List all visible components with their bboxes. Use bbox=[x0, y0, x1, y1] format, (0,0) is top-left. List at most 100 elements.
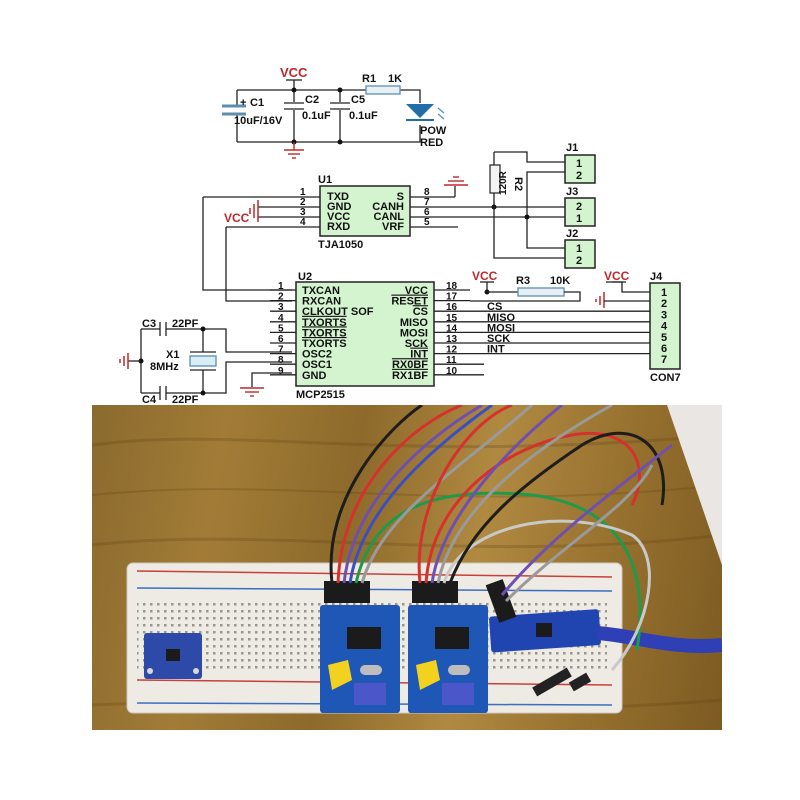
u2-pin-name: RX0BF bbox=[392, 359, 428, 371]
j3-ref: J3 bbox=[566, 186, 578, 198]
j4-pin: 1 bbox=[661, 287, 667, 299]
j1-ref: J1 bbox=[566, 142, 578, 154]
u2-pin-name: TXORTS bbox=[302, 317, 347, 329]
u1-pin-num: 1 bbox=[300, 187, 306, 198]
resistor-r1: R1 1K bbox=[362, 73, 402, 95]
u2-pin-num: 7 bbox=[278, 345, 284, 356]
c2-value: 0.1uF bbox=[302, 110, 331, 122]
u2-ground bbox=[240, 372, 292, 397]
j4-pin: 5 bbox=[661, 332, 667, 344]
u2-pin-name: VCC bbox=[405, 285, 428, 297]
u2-pin-num: 14 bbox=[446, 323, 458, 334]
u2-pin-num: 3 bbox=[278, 302, 284, 313]
mpu6050-module bbox=[144, 633, 202, 679]
u2-pin-name: RXCAN bbox=[302, 296, 341, 308]
u2-pin-name: TXORTS bbox=[302, 327, 347, 339]
u2-pin-num: 15 bbox=[446, 313, 458, 324]
j4-pin: 7 bbox=[661, 354, 667, 366]
capacitor-c2: C2 0.1uF bbox=[284, 90, 331, 142]
j2-pin: 2 bbox=[576, 255, 582, 267]
u1-pin-name: RXD bbox=[327, 221, 350, 233]
u2-pin-num: 17 bbox=[446, 292, 458, 303]
u2-pin-num: 2 bbox=[278, 292, 284, 303]
net-label: SCK bbox=[487, 333, 510, 345]
c1-name: C1 bbox=[250, 97, 264, 109]
u1-pin-name: CANL bbox=[373, 211, 404, 223]
net-label: MOSI bbox=[487, 322, 515, 334]
u2-pin-num: 8 bbox=[278, 355, 284, 366]
u2-pin-name: RX1BF bbox=[392, 370, 428, 382]
j2-pin: 1 bbox=[576, 243, 582, 255]
r2-value: 120R bbox=[498, 170, 509, 195]
u2-pin-name: TXORTS bbox=[302, 338, 347, 350]
j1-pin: 2 bbox=[576, 170, 582, 182]
net-label: MISO bbox=[487, 312, 516, 324]
vcc-label: VCC bbox=[280, 65, 308, 80]
u1-pin-num: 5 bbox=[424, 217, 430, 228]
j4-pin: 6 bbox=[661, 343, 667, 355]
u1-s-ground bbox=[444, 176, 468, 197]
j3-pin: 1 bbox=[576, 213, 582, 225]
u2-pin-name: MOSI bbox=[400, 327, 428, 339]
j4-vcc-label: VCC bbox=[604, 269, 630, 283]
u1-right-pins: 8 7 6 5 S CANH CANL VRF bbox=[372, 187, 565, 233]
u1-pin-num: 2 bbox=[300, 197, 306, 208]
j4-ref: J4 bbox=[650, 271, 663, 283]
u2-pin-num: 5 bbox=[278, 323, 284, 334]
c3-value: 22PF bbox=[172, 318, 199, 330]
c1-value: 10uF/16V bbox=[234, 115, 283, 127]
c4-value: 22PF bbox=[172, 394, 199, 405]
c3-name: C3 bbox=[142, 318, 156, 330]
r3-name: R3 bbox=[516, 275, 530, 287]
c2-name: C2 bbox=[305, 94, 319, 106]
resistor-r3: R3 10K bbox=[470, 275, 581, 302]
u1-pin-name: VRF bbox=[382, 221, 404, 233]
connector-j2: J2 1 2 bbox=[564, 228, 596, 269]
r3-value: 10K bbox=[550, 275, 570, 287]
x1-name: X1 bbox=[166, 349, 179, 361]
u1-pin-num: 4 bbox=[300, 217, 306, 228]
u1-left-pins: 1 2 3 4 TXD GND VCC RXD bbox=[203, 187, 352, 233]
x1-value: 8MHz bbox=[150, 361, 179, 373]
j1-pin: 1 bbox=[576, 158, 582, 170]
u2-pin-num: 11 bbox=[446, 355, 457, 366]
j2-ref: J2 bbox=[566, 228, 578, 240]
capacitor-c1: + C1 10uF/16V bbox=[222, 97, 283, 127]
u2-pin-name: CS bbox=[413, 306, 428, 318]
j4-pin: 4 bbox=[661, 321, 668, 333]
u2-right-pins: 18VCC17RESET16CS15MISO14MOSI13SCK12INT11… bbox=[391, 281, 650, 382]
resistor-r2: R2 120R bbox=[498, 170, 524, 195]
photo-illustration bbox=[92, 405, 722, 714]
u1-pin-name: GND bbox=[327, 201, 352, 213]
jumper-wires bbox=[329, 405, 673, 671]
power-section: VCC + C1 10uF/16V C2 0.1uF bbox=[222, 65, 447, 159]
u1-vcc-label: VCC bbox=[224, 211, 250, 225]
u1-tja1050: U1 TJA1050 1 2 3 4 TXD GND VCC RXD 8 7 6 bbox=[203, 174, 565, 251]
u2-vcc-label: VCC bbox=[472, 269, 498, 283]
r2-name: R2 bbox=[512, 177, 524, 191]
u2-pin-name: RESET bbox=[391, 296, 428, 308]
connector-j1: J1 1 2 bbox=[564, 142, 596, 184]
u2-pin-num: 9 bbox=[278, 366, 284, 377]
u2-pin-num: 6 bbox=[278, 334, 284, 345]
u1-pin-name: TXD bbox=[327, 191, 349, 203]
u2-pin-name: CLKOUT SOF bbox=[302, 306, 374, 318]
breadboard-photo bbox=[92, 405, 722, 730]
u2-pin-name: OSC2 bbox=[302, 349, 332, 361]
u1-ref: U1 bbox=[318, 174, 332, 186]
c4-name: C4 bbox=[142, 394, 157, 405]
u1-pin-num: 7 bbox=[424, 197, 430, 208]
u2-ref: U2 bbox=[298, 271, 312, 283]
u2-pin-name: INT bbox=[410, 349, 428, 361]
u1-pin-name: CANH bbox=[372, 201, 404, 213]
u2-pin-num: 4 bbox=[278, 313, 284, 324]
net-label: INT bbox=[487, 344, 505, 356]
capacitor-c5: C5 0.1uF bbox=[330, 90, 378, 142]
u2-pin-name: OSC1 bbox=[302, 359, 332, 371]
u2-pin-name: GND bbox=[302, 370, 327, 382]
led-label-line1: POW bbox=[420, 125, 447, 137]
